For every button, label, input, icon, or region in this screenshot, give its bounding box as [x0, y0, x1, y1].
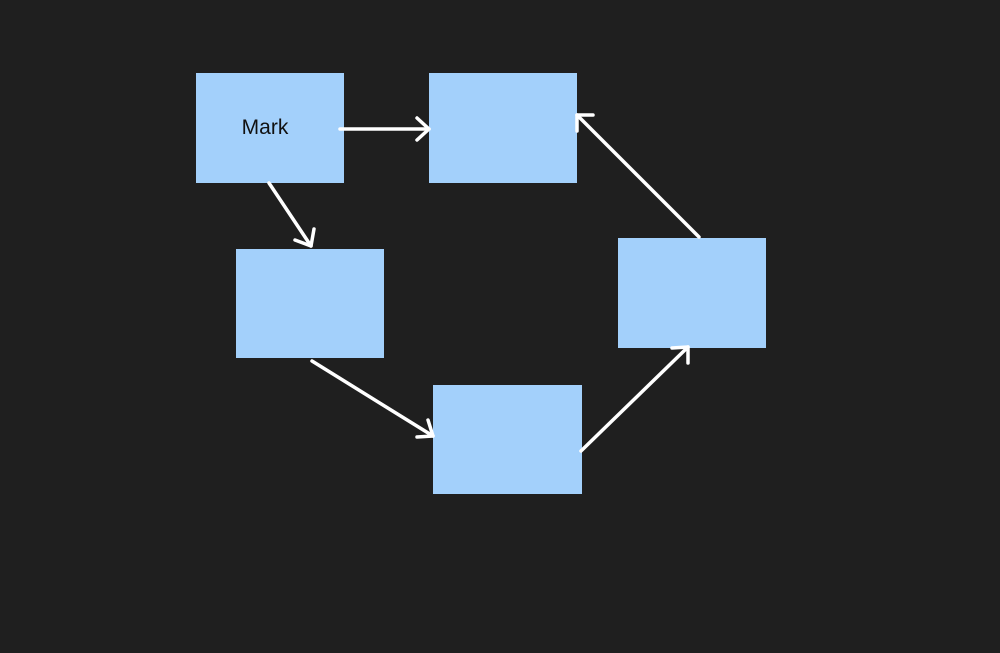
arrow-left-to-bottom[interactable] [310, 359, 435, 439]
node-bottom[interactable] [433, 385, 582, 494]
arrow-right-to-top-right[interactable] [575, 113, 701, 239]
node-label: Mark [241, 116, 289, 139]
arrow-bottom-to-right[interactable] [579, 345, 690, 453]
arrow-mark-to-top-right[interactable] [338, 116, 431, 142]
node-top-right[interactable] [429, 73, 577, 183]
node-left[interactable] [236, 249, 384, 358]
arrow-mark-to-left[interactable] [267, 181, 316, 248]
node-mark[interactable]: Mark [196, 73, 344, 183]
node-right[interactable] [618, 238, 766, 348]
